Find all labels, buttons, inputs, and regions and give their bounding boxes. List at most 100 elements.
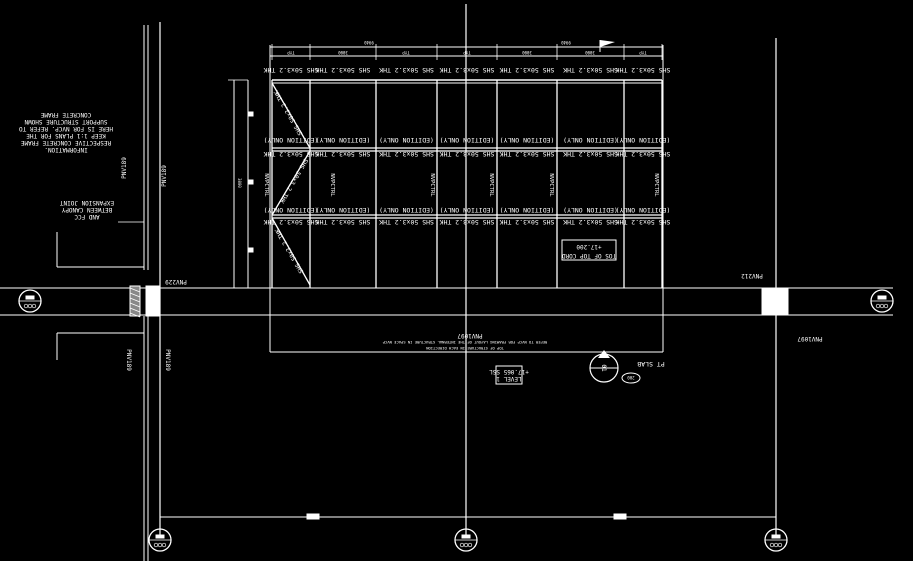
- left-note-line: SUPPORT STRUCTURE SHOWN: [24, 118, 107, 125]
- bubble-label: B8: [774, 535, 778, 539]
- dim-top-text: TYP: [639, 50, 647, 55]
- dim-overall-text: 9940: [561, 40, 571, 45]
- column-block-right: [761, 287, 789, 315]
- expansion-note-line: EXPANSION JOINT: [60, 199, 115, 206]
- pnv-label-right: PNV1097: [797, 335, 823, 342]
- vertical-pnv-label: PNV189: [125, 349, 132, 371]
- bubble-label: B5: [28, 296, 32, 300]
- dim-overall-text: 9940: [364, 40, 374, 45]
- vertical-member-label: NVPCTRL: [488, 173, 494, 197]
- hatch-line: [129, 307, 141, 313]
- tos-box: [561, 239, 617, 261]
- left-note-line: HERE IS FOR NVCP. REFER TO: [19, 125, 113, 132]
- dim-top-text: TYP: [287, 50, 295, 55]
- truss-diagonal: [271, 82, 311, 149]
- bubble-label: B5: [880, 296, 884, 300]
- left-note-line: KEEP 1:1 PLANS FOR THE: [26, 132, 106, 139]
- edition-label: (EDITION ONLY): [616, 136, 671, 144]
- dim-top-text: 3000: [338, 50, 348, 55]
- edition-label: (EDITION ONLY): [440, 136, 495, 144]
- bubble-dot-icon: [157, 542, 163, 548]
- bubble-label-box: [771, 534, 781, 539]
- bubble-dot-icon: [769, 542, 775, 548]
- member-label: SHS 50x3.2 THK: [316, 66, 371, 74]
- bottom-note: TOP OF STRUCTURE IN EACH DIRECTION: [425, 346, 503, 351]
- member-label: SHS 50x3.2 THK: [440, 150, 495, 158]
- bubble-label-box: [877, 295, 887, 300]
- pt-slab-oval: [621, 372, 641, 384]
- edition-label: (EDITION ONLY): [500, 206, 555, 214]
- member-label: SHS 50x3.2 THK: [440, 66, 495, 74]
- level-box: [495, 365, 523, 385]
- vertical-pnv-label: PNV189: [164, 349, 171, 371]
- bubble-label: B8: [464, 535, 468, 539]
- member-label: SHS 50x3.2 THK: [264, 150, 319, 158]
- bubble-dot-icon: [27, 303, 33, 309]
- edition-label: (EDITION ONLY): [563, 206, 618, 214]
- expansion-joint-hatch: [129, 285, 141, 317]
- edition-label: (EDITION ONLY): [316, 206, 371, 214]
- bubble-dot-icon: [467, 542, 473, 548]
- node-marker: [248, 111, 254, 117]
- edition-label: (EDITION ONLY): [616, 206, 671, 214]
- level-box-value: +17.065 SSL: [489, 368, 529, 375]
- truss-diagonal: [271, 150, 311, 216]
- expansion-note-line: BETWEEN CANOPY: [61, 206, 112, 213]
- bubble-dot-icon: [875, 303, 881, 309]
- node-marker: [248, 247, 254, 253]
- member-label: SHS 50x3.2 THK: [379, 150, 434, 158]
- hatch-line: [129, 302, 141, 308]
- tos-label: TOS OF TOP CORD: [562, 252, 617, 259]
- member-label: SHS 50x3.2 THK: [316, 218, 371, 226]
- edition-label: (EDITION ONLY): [440, 206, 495, 214]
- member-label: SHS 50x3.2 THK: [440, 218, 495, 226]
- bubble-dot-icon: [161, 542, 167, 548]
- vertical-member-label: NVPCTRL: [429, 173, 435, 197]
- member-label: SHS 50x3.2 THK: [563, 150, 618, 158]
- pt-slab-label: PT SLAB: [637, 360, 664, 368]
- bubble-label-box: [25, 295, 35, 300]
- member-label: SHS 50x3.2 THK: [616, 150, 671, 158]
- level-box-label: LEVEL 1: [496, 375, 522, 382]
- dim-top-text: 3000: [585, 50, 595, 55]
- edition-label: (EDITION ONLY): [379, 206, 434, 214]
- member-label: SHS 50x3.2 THK: [616, 66, 671, 74]
- member-label: SHS 50x3.2 THK: [563, 218, 618, 226]
- edition-label: (EDITION ONLY): [264, 206, 319, 214]
- member-label: SHS 50x3.2 THK: [264, 218, 319, 226]
- bubble-label: B6: [158, 535, 162, 539]
- hatch-line: [129, 287, 141, 293]
- bubble-dot-icon: [153, 542, 159, 548]
- vertical-member-label: NVPCTRL: [548, 173, 554, 197]
- edition-label: (EDITION ONLY): [316, 136, 371, 144]
- vertical-member-label: NVPCTRL: [653, 173, 659, 197]
- level-label-left: PNV229: [165, 278, 187, 285]
- pt-slab-sub: 200: [627, 375, 635, 380]
- flag-icon: [600, 40, 615, 47]
- hatch-line: [129, 297, 141, 303]
- hatch-line: [129, 312, 141, 318]
- vertical-member-label: NVPCTRL: [329, 173, 335, 197]
- bubble-label-box: [155, 534, 165, 539]
- section-marker-arrow-icon: [598, 350, 610, 358]
- dim-top-text: TYP: [463, 50, 471, 55]
- dim-bottom-box: [613, 513, 627, 520]
- expansion-note-line: AND FCC: [74, 213, 100, 220]
- member-label: SHS 50x3.2 THK: [563, 66, 618, 74]
- member-label: SHS 50x3.2 THK: [316, 150, 371, 158]
- diagonal-label: SHS 50x3.2 THK: [273, 89, 305, 137]
- column-block-left: [145, 285, 161, 317]
- bubble-dot-icon: [777, 542, 783, 548]
- bubble-label-box: [461, 534, 471, 539]
- member-label: SHS 50x3.2 THK: [264, 66, 319, 74]
- vertical-member-label: NVPCTRL: [263, 173, 269, 197]
- member-label: SHS 50x3.2 THK: [500, 218, 555, 226]
- diagonal-label: SHS 50x3.2 THK: [274, 227, 306, 275]
- bubble-dot-icon: [459, 542, 465, 548]
- edition-label: (EDITION ONLY): [264, 136, 319, 144]
- bubble-dot-icon: [879, 303, 885, 309]
- vertical-pnv-label: PNV189: [121, 157, 128, 179]
- hatch-line: [129, 292, 141, 298]
